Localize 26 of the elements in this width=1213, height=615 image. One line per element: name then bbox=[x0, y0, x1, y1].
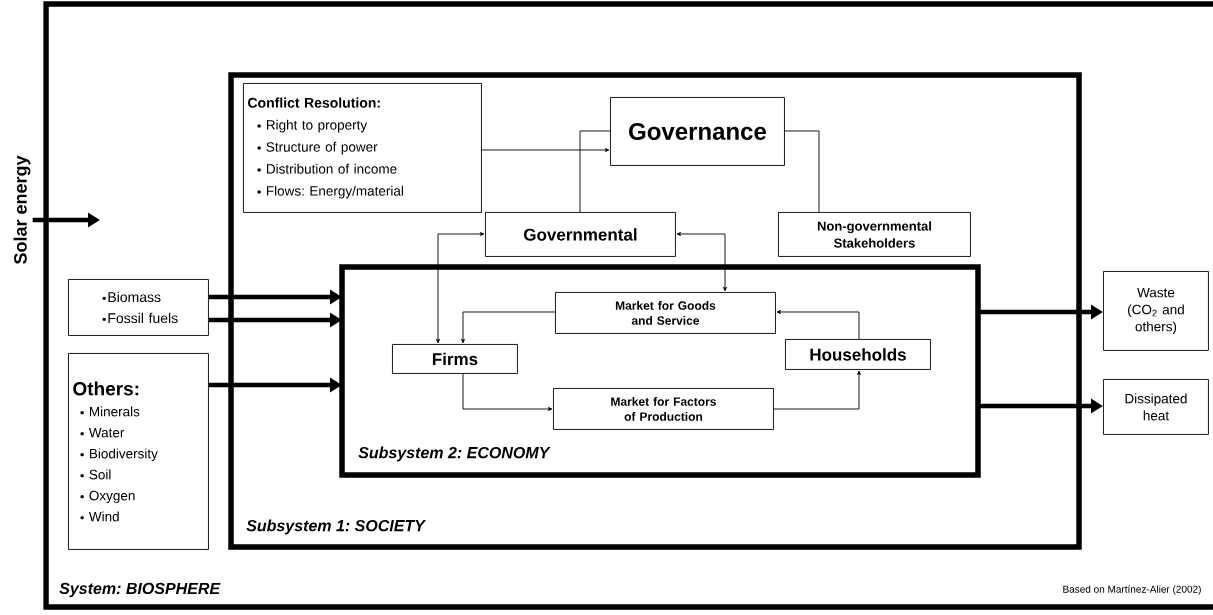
output-box: Waste (CO$_{2}$ and others) bbox=[1103, 271, 1209, 351]
process-box: Households bbox=[785, 339, 931, 370]
input-box: Biomass Fossil fuels bbox=[68, 279, 209, 336]
input-box: Others: Minerals Water Biodiversity Soil Oxygen Wind bbox=[68, 353, 209, 550]
arrow bbox=[462, 373, 553, 411]
arrow bbox=[481, 148, 610, 152]
arrow bbox=[773, 370, 861, 410]
process-box: Firms bbox=[392, 344, 518, 374]
arrow bbox=[676, 232, 727, 292]
output-box: Dissipated heat bbox=[1103, 379, 1209, 435]
connector-line bbox=[784, 130, 820, 213]
arrow bbox=[461, 311, 556, 344]
text-box: Conflict Resolution: Right to property Structure of power Distribution of income Flows: Energy/material bbox=[243, 83, 482, 213]
arrow bbox=[436, 232, 485, 344]
process-box: Governance bbox=[610, 97, 785, 166]
axis-label: Solar energy bbox=[13, 155, 31, 264]
arrow bbox=[776, 310, 860, 340]
frame-title: System: BIOSPHERE bbox=[59, 582, 221, 598]
process-box: Non-governmental Stakeholders bbox=[778, 212, 971, 257]
frame-title: Subsystem 2: ECONOMY bbox=[358, 446, 551, 462]
process-box: Governmental bbox=[485, 212, 676, 257]
frame-title: Subsystem 1: SOCIETY bbox=[246, 519, 427, 535]
connector-line bbox=[579, 130, 611, 213]
process-box: Market for Goods and Service bbox=[555, 292, 776, 334]
source-note: Based on Martínez-Alier (2002) bbox=[1063, 585, 1201, 595]
process-box: Market for Factors of Production bbox=[553, 388, 774, 430]
